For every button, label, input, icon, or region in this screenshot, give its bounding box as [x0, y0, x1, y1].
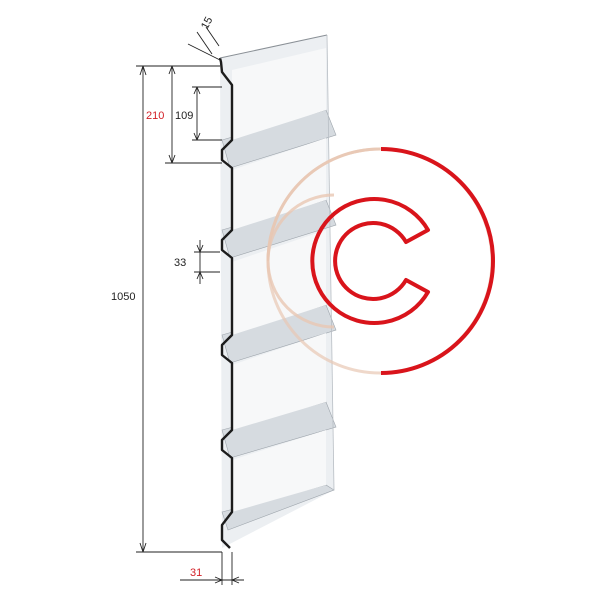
highlight-bands — [232, 48, 326, 512]
right-edge — [326, 34, 335, 491]
dimension-top-lip — [187, 26, 221, 61]
dimension-rib-depth — [194, 240, 220, 284]
total-height-label: 1050 — [111, 291, 135, 303]
flat-width-label: 109 — [175, 110, 193, 122]
top-edge — [219, 34, 328, 59]
dimension-module-pitch — [165, 65, 222, 164]
dimension-profile-depth — [180, 552, 244, 585]
profile-edge — [218, 57, 234, 549]
rib-bands — [221, 109, 337, 531]
module-pitch-label: 210 — [146, 110, 164, 122]
dimension-flat-width — [192, 86, 222, 141]
top-lip-label: 15 — [199, 15, 215, 31]
sheet-panel — [218, 34, 337, 549]
dimension-total-height — [136, 65, 222, 553]
copyright-c-watermark-icon — [266, 147, 495, 375]
rib-depth-label: 33 — [174, 257, 186, 269]
profile-depth-label: 31 — [190, 567, 202, 579]
